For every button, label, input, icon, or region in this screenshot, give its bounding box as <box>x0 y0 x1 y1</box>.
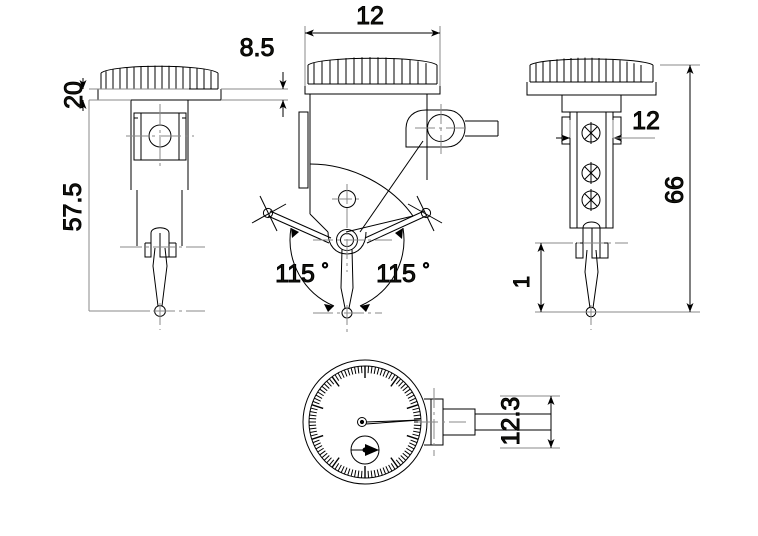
front-left-tab <box>298 111 309 189</box>
left-bezel-flange <box>97 89 222 101</box>
front-bezel-base <box>304 84 441 95</box>
dial-circle <box>302 359 428 485</box>
right-ear-left <box>561 116 570 145</box>
front-stylus-right <box>364 195 443 244</box>
dim-angle-left-text: 115 <box>275 260 315 288</box>
dim-8-5-text: 8.5 <box>240 34 275 62</box>
front-linkage <box>359 140 424 233</box>
right-shoulder-left <box>561 95 570 113</box>
right-mounting-screws <box>581 122 601 211</box>
right-central-column <box>561 111 622 229</box>
dim-1-text: 1 <box>509 276 534 288</box>
dim-66: 66 <box>600 64 700 313</box>
dim-angle-left: 115 ° <box>275 227 335 312</box>
dim-angle-right: 115 ° <box>359 227 430 312</box>
right-probe-fork <box>575 221 609 259</box>
left-probe-fork <box>144 227 177 258</box>
dim-66-text: 66 <box>661 176 689 204</box>
right-side-view: 12 66 1 <box>509 57 700 330</box>
front-view: 12 115 ° 115 ° <box>251 2 499 332</box>
front-body <box>309 93 428 233</box>
dim-20-text: 20 <box>60 81 88 109</box>
dial-face-view: 12.3 <box>302 359 560 485</box>
dim-angle-right-degree: ° <box>422 260 430 281</box>
left-side-view: 20 57.5 8.5 <box>59 34 288 330</box>
dial-centerlines <box>418 388 466 456</box>
dial-needle <box>357 417 421 427</box>
dim-1: 1 <box>509 242 585 313</box>
right-bezel-flange <box>526 82 657 96</box>
right-knurled-bezel <box>529 57 654 83</box>
dial-sub-dial <box>350 435 380 465</box>
dim-57-5-text: 57.5 <box>59 183 87 232</box>
front-centerlines <box>313 104 468 332</box>
dim-12-3: 12.3 <box>497 395 560 449</box>
front-stylus-left <box>251 195 332 244</box>
right-shoulder-right <box>613 95 622 113</box>
dial-graduations <box>309 366 421 478</box>
right-ear-right <box>613 116 622 145</box>
dim-12-right-text: 12 <box>632 107 660 135</box>
left-view-centerlines <box>120 104 205 330</box>
dim-12-text: 12 <box>356 2 384 30</box>
dim-20: 20 <box>60 78 189 111</box>
left-knurled-bezel <box>100 65 219 90</box>
right-centerlines <box>553 242 628 330</box>
dim-8-5: 8.5 <box>221 34 288 117</box>
dim-57-5: 57.5 <box>59 99 150 312</box>
dim-12-right: 12 <box>556 107 660 142</box>
front-knurled-bezel <box>307 57 438 85</box>
dim-angle-right-text: 115 <box>376 260 416 288</box>
dim-12-3-text: 12.3 <box>497 397 525 446</box>
dim-angle-left-degree: ° <box>321 260 329 281</box>
dim-12: 12 <box>304 2 441 86</box>
